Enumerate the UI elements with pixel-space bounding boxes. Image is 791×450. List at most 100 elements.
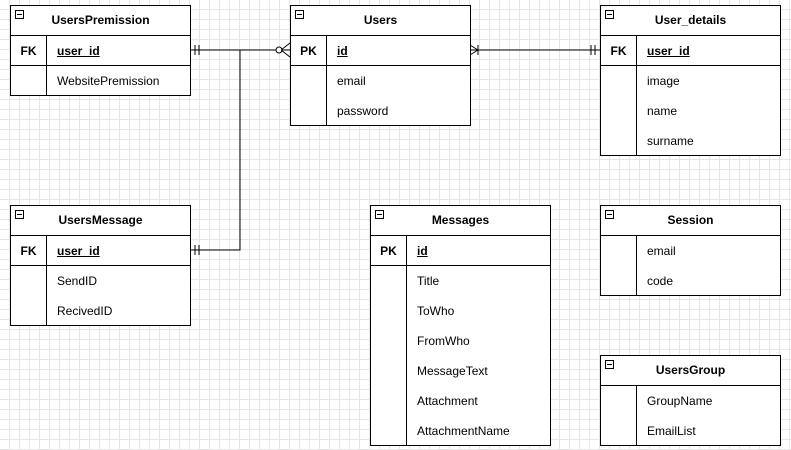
key-cell-empty [371, 386, 407, 416]
field-row: SendID [11, 266, 190, 296]
entity-messages[interactable]: Messages PK id Title ToWho FromWho Messa… [370, 205, 551, 446]
field-name: EmailList [647, 424, 696, 438]
entity-name: Users [363, 13, 398, 27]
field-row: code [601, 266, 780, 296]
field-row: ToWho [371, 296, 550, 326]
collapse-icon[interactable] [295, 10, 304, 19]
field-row: image [601, 66, 780, 96]
entity-users-message[interactable]: UsersMessage FK user_id SendID RecivedID [10, 205, 191, 326]
entity-name: Session [667, 213, 714, 227]
one-or-many-marker-users [469, 44, 479, 56]
field-name: Attachment [417, 394, 478, 408]
key-field: id [417, 243, 428, 258]
key-cell-empty [601, 416, 637, 446]
field-row: EmailList [601, 416, 780, 446]
field-name: password [337, 104, 389, 118]
key-label: FK [11, 36, 47, 65]
key-cell-empty [601, 96, 637, 126]
key-field: user_id [647, 43, 690, 58]
collapse-icon[interactable] [605, 360, 614, 369]
entity-session[interactable]: Session email code [600, 205, 781, 296]
key-cell-empty [601, 126, 637, 156]
entity-user-details[interactable]: User_details FK user_id image name surna… [600, 5, 781, 156]
field-name: image [647, 74, 680, 88]
entity-name: UsersGroup [655, 363, 726, 377]
field-name: FromWho [417, 334, 470, 348]
key-field: user_id [57, 243, 100, 258]
collapse-icon[interactable] [605, 210, 614, 219]
entity-title: Session [601, 206, 780, 236]
collapse-icon[interactable] [15, 210, 24, 219]
field-row: surname [601, 126, 780, 156]
key-field: user_id [57, 43, 100, 58]
entity-title: Messages [371, 206, 550, 236]
field-row: name [601, 96, 780, 126]
field-name: GroupName [647, 394, 713, 408]
entity-title: UsersPremission [11, 6, 190, 36]
field-row: RecivedID [11, 296, 190, 326]
connector-message-users [190, 50, 241, 251]
field-name: email [647, 244, 676, 258]
key-cell-empty [371, 416, 407, 446]
key-cell-empty [601, 386, 637, 416]
key-label: FK [601, 36, 637, 65]
key-cell-empty [601, 266, 637, 296]
field-name: WebsitePremission [57, 74, 160, 88]
field-name: SendID [57, 274, 98, 288]
field-row: Attachment [371, 386, 550, 416]
entity-title: UsersMessage [11, 206, 190, 236]
key-row: PK id [371, 236, 550, 266]
entity-title: Users [291, 6, 470, 36]
collapse-icon[interactable] [15, 10, 24, 19]
entity-name: UsersMessage [58, 213, 143, 227]
one-mandatory-marker-message [194, 245, 200, 255]
key-cell-empty [291, 66, 327, 96]
key-label: FK [11, 236, 47, 265]
field-name: email [337, 74, 366, 88]
one-mandatory-marker-permission [194, 45, 200, 55]
key-label: PK [291, 36, 327, 65]
key-cell-empty [371, 296, 407, 326]
collapse-icon[interactable] [375, 210, 384, 219]
entity-name: User_details [654, 13, 727, 27]
key-cell-empty [371, 326, 407, 356]
entity-users-premission[interactable]: UsersPremission FK user_id WebsitePremis… [10, 5, 191, 96]
field-name: code [647, 274, 674, 288]
key-cell-empty [11, 66, 47, 96]
field-name: AttachmentName [417, 424, 510, 438]
field-name: MessageText [417, 364, 488, 378]
key-cell-empty [11, 296, 47, 326]
entity-title: User_details [601, 6, 780, 36]
key-row: PK id [291, 36, 470, 66]
entity-users[interactable]: Users PK id email password [290, 5, 471, 126]
key-cell-empty [371, 266, 407, 296]
field-name: Title [417, 274, 440, 288]
field-row: WebsitePremission [11, 66, 190, 96]
field-name: ToWho [417, 304, 455, 318]
field-row: email [601, 236, 780, 266]
key-field: id [337, 43, 348, 58]
zero-or-many-marker-users [275, 42, 291, 58]
field-row: password [291, 96, 470, 126]
field-row: GroupName [601, 386, 780, 416]
entity-title: UsersGroup [601, 356, 780, 386]
entity-name: Messages [431, 213, 490, 227]
key-cell-empty [291, 96, 327, 126]
one-mandatory-marker-details [590, 45, 596, 55]
key-cell-empty [11, 266, 47, 296]
key-row: FK user_id [11, 36, 190, 66]
key-cell-empty [371, 356, 407, 386]
key-cell-empty [601, 66, 637, 96]
field-name: name [647, 104, 678, 118]
field-row: FromWho [371, 326, 550, 356]
field-name: RecivedID [57, 304, 113, 318]
field-row: Title [371, 266, 550, 296]
field-row: AttachmentName [371, 416, 550, 446]
key-row: FK user_id [601, 36, 780, 66]
key-cell-empty [601, 236, 637, 266]
entity-name: UsersPremission [51, 13, 150, 27]
entity-users-group[interactable]: UsersGroup GroupName EmailList [600, 355, 781, 446]
key-row: FK user_id [11, 236, 190, 266]
collapse-icon[interactable] [605, 10, 614, 19]
field-name: surname [647, 134, 694, 148]
